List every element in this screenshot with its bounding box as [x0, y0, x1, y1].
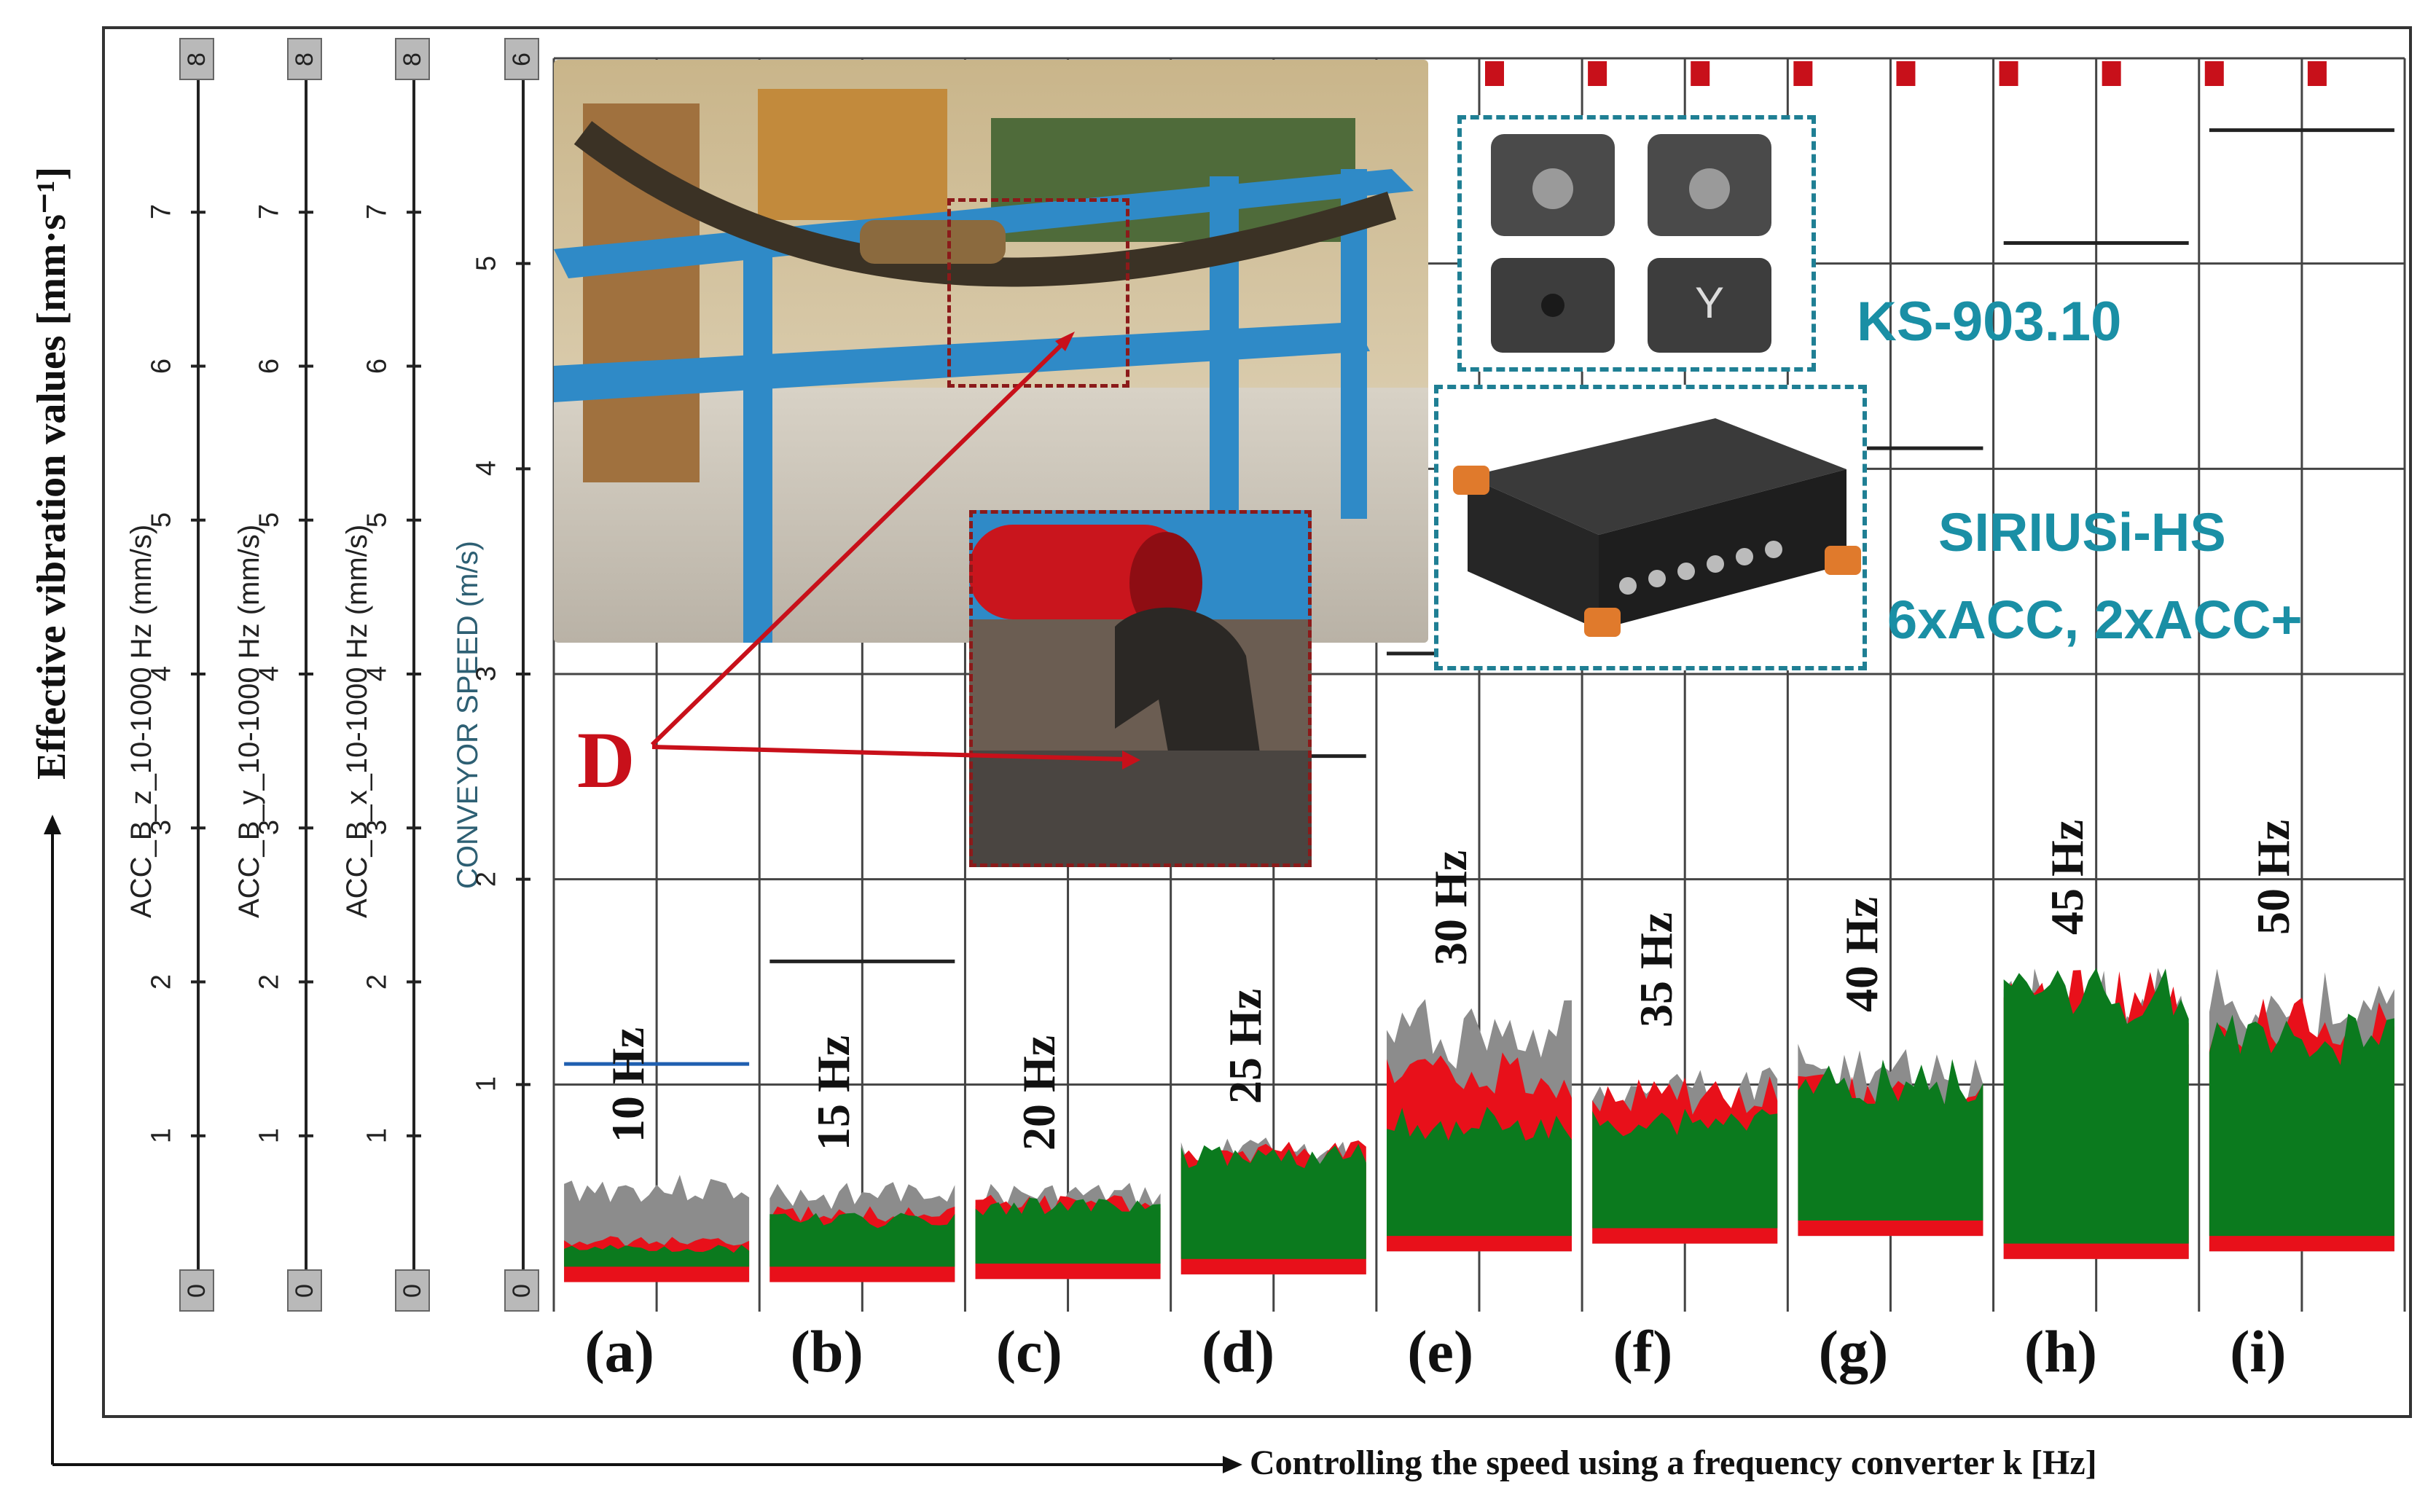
sensor-name: KS-903.10 — [1857, 291, 2122, 353]
axis-tick-label: 8 — [395, 38, 430, 80]
axis-tick-label: 0 — [287, 1269, 322, 1312]
axis-tick-label: 2 — [471, 871, 502, 887]
axis-tick-label: 6 — [146, 358, 177, 374]
axis-tick-label: 3 — [146, 820, 177, 836]
axis-tick-label: 4 — [146, 665, 177, 682]
plot-frame — [102, 26, 2412, 1418]
daq-box — [1434, 385, 1867, 670]
daq-name: SIRIUSi-HS — [1938, 502, 2226, 563]
axis-tick-label: 4 — [361, 665, 393, 682]
panel-label: (b) — [790, 1318, 863, 1384]
axis-tick-label: 1 — [471, 1076, 502, 1092]
axis-tick-label: 2 — [361, 974, 393, 990]
panel-label: (g) — [1818, 1318, 1889, 1384]
series-acc-z-area — [769, 1213, 955, 1267]
axis-tick-label: 4 — [254, 665, 285, 682]
x-axis-title: Controlling the speed using a frequency … — [1250, 1444, 2097, 1482]
series-acc-z-area — [1592, 1108, 1778, 1229]
photo-roller-detail — [969, 510, 1312, 867]
marker-d: D — [577, 716, 635, 804]
frequency-label: 15 Hz — [807, 1035, 860, 1151]
axis-tick-label: 6 — [254, 358, 285, 374]
axis-tick-label: 4 — [471, 461, 502, 477]
speed-marker — [2307, 61, 2327, 86]
speed-marker — [2102, 61, 2121, 86]
series-acc-z-area — [1798, 1059, 1983, 1221]
panel-label: (a) — [584, 1318, 654, 1384]
frequency-label: 40 Hz — [1836, 896, 1888, 1012]
speed-marker — [1691, 61, 1710, 86]
axis-tick-label: 7 — [361, 204, 393, 220]
roller-illustration — [969, 510, 1312, 867]
sensor-illustration: Y — [1491, 134, 1771, 353]
frequency-label: 20 Hz — [1013, 1035, 1065, 1151]
axis-tick-label: 3 — [471, 665, 502, 682]
series-acc-z-area — [564, 1245, 750, 1267]
axis-tick-label: 5 — [361, 512, 393, 528]
panel-label: (f) — [1613, 1318, 1673, 1384]
series-acc-z-area — [2003, 968, 2189, 1244]
axis-tick-label: 3 — [361, 820, 393, 836]
daq-illustration — [1453, 418, 1861, 637]
panel-label: (c) — [995, 1318, 1062, 1384]
axis-tick-label: 7 — [254, 204, 285, 220]
axis-tick-label: 0 — [179, 1269, 214, 1312]
frequency-label: 35 Hz — [1630, 912, 1683, 1027]
axis-tick-label: 2 — [254, 974, 285, 990]
frequency-label: 30 Hz — [1424, 850, 1476, 966]
sensor-box: Y — [1457, 115, 1816, 372]
axis-tick-label: 6 — [361, 358, 393, 374]
axis-tick-label: 1 — [254, 1127, 285, 1143]
axis-tick-label: 0 — [395, 1269, 430, 1312]
axis-tick-label: 5 — [146, 512, 177, 528]
axis-tick-label: 8 — [287, 38, 322, 80]
frequency-label: 25 Hz — [1218, 989, 1271, 1105]
frequency-label: 45 Hz — [2041, 819, 2094, 935]
axis-tick-label: 5 — [471, 255, 502, 271]
series-acc-z-area — [975, 1197, 1161, 1264]
axis-tick-label: 7 — [146, 204, 177, 220]
detail-box-roller — [969, 510, 1312, 867]
axis-tick-label: 1 — [361, 1127, 393, 1143]
panel-label: (e) — [1407, 1318, 1474, 1384]
daq-channels: 6xACC, 2xACC+ — [1887, 589, 2303, 650]
speed-marker — [1793, 61, 1813, 86]
detail-box-upper — [947, 198, 1129, 388]
speed-marker — [1588, 61, 1607, 86]
series-acc-z-area — [1180, 1143, 1366, 1259]
axis-tick-label: 3 — [254, 820, 285, 836]
axis-tick-label: 1 — [146, 1127, 177, 1143]
frequency-label: 10 Hz — [601, 1027, 654, 1143]
speed-marker — [2204, 61, 2224, 86]
axis-tick-label: 5 — [254, 512, 285, 528]
speed-marker — [1999, 61, 2018, 86]
axis-tick-label: 6 — [504, 38, 539, 80]
panel-label: (h) — [2024, 1318, 2098, 1384]
panel-label: (i) — [2230, 1318, 2287, 1384]
series-acc-z-area — [2209, 1014, 2394, 1237]
svg-text:Y: Y — [1695, 278, 1724, 327]
axis-tick-label: 2 — [146, 974, 177, 990]
panel-label: (d) — [1202, 1318, 1275, 1384]
series-acc-z-area — [1387, 1107, 1572, 1237]
axis-tick-label: 0 — [504, 1269, 539, 1312]
speed-marker — [1485, 61, 1504, 86]
frequency-label: 50 Hz — [2247, 819, 2299, 935]
axis-tick-label: 8 — [179, 38, 214, 80]
speed-marker — [1896, 61, 1916, 86]
